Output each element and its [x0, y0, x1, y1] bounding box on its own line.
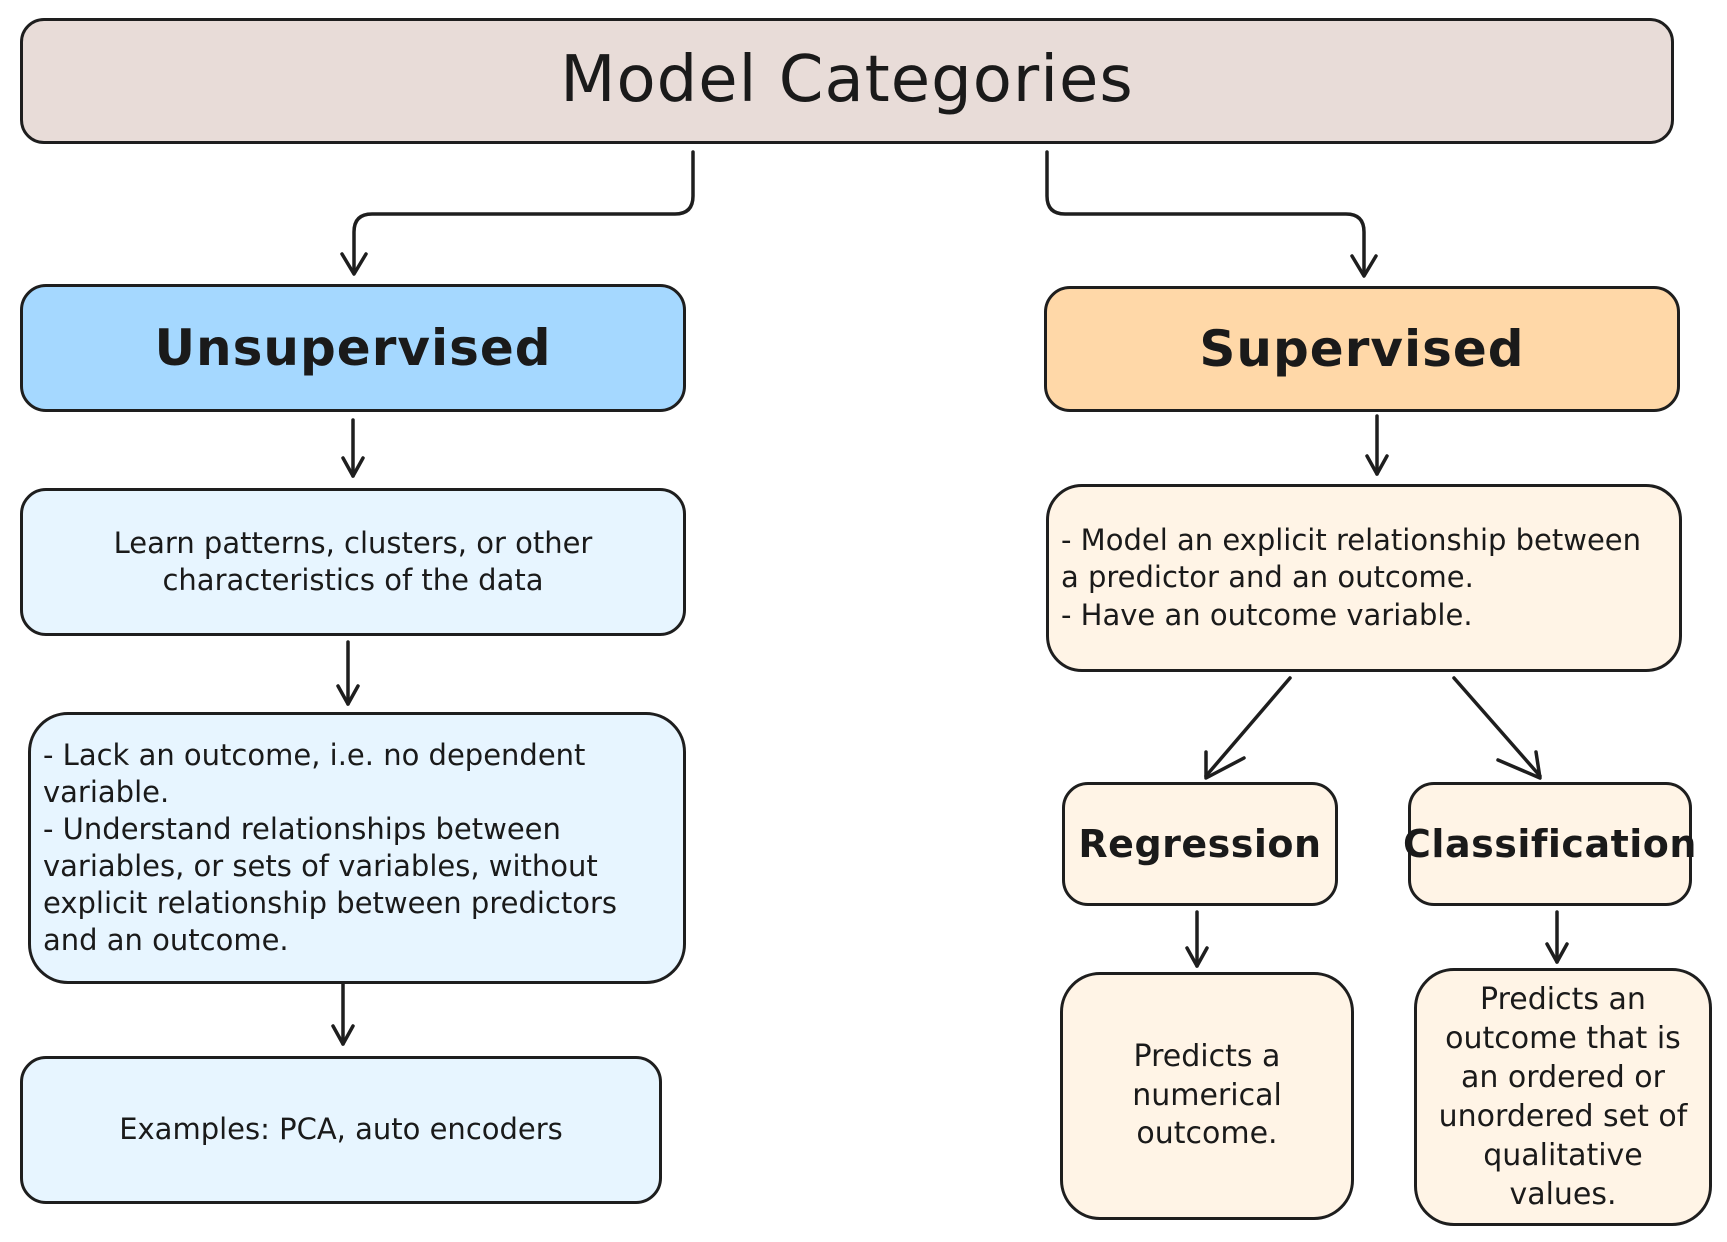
classification-node: Classification	[1403, 782, 1696, 906]
classification-description-node: Predicts an outcome that is an ordered o…	[1414, 968, 1712, 1226]
unsupervised-examples-text: Examples: PCA, auto encoders	[119, 1112, 563, 1147]
connector-to-classification	[1452, 676, 1542, 778]
supervised-node: Supervised	[1044, 286, 1680, 412]
arrowhead-reg-desc	[1185, 946, 1209, 968]
unsupervised-description-text: Learn patterns, clusters, or other chara…	[113, 525, 593, 597]
supervised-label: Supervised	[1199, 320, 1525, 378]
connector-root-to-supervised	[1045, 150, 1366, 276]
arrowhead-unsup-examples	[331, 1024, 355, 1046]
unsupervised-details-text: - Lack an outcome, i.e. no dependent var…	[43, 737, 617, 958]
arrowhead-unsupervised	[340, 252, 368, 276]
arrowhead-cls-desc	[1545, 942, 1569, 964]
classification-description-text: Predicts an outcome that is an ordered o…	[1438, 982, 1688, 1212]
supervised-description-node: - Model an explicit relationship between…	[1046, 484, 1682, 672]
root-node-model-categories: Model Categories	[20, 18, 1674, 144]
arrowhead-unsup-details	[336, 684, 360, 706]
unsupervised-node: Unsupervised	[20, 284, 686, 412]
regression-description-text: Predicts a numerical outcome.	[1132, 1039, 1282, 1152]
connector-root-to-unsupervised	[352, 150, 695, 274]
classification-label: Classification	[1403, 821, 1697, 866]
unsupervised-details-node: - Lack an outcome, i.e. no dependent var…	[28, 712, 686, 984]
unsupervised-label: Unsupervised	[154, 319, 552, 377]
arrowhead-supervised	[1350, 254, 1378, 278]
connector-to-regression	[1204, 676, 1292, 778]
regression-label: Regression	[1078, 821, 1322, 866]
diagram-title: Model Categories	[560, 43, 1134, 118]
unsupervised-description-node: Learn patterns, clusters, or other chara…	[20, 488, 686, 636]
regression-description-node: Predicts a numerical outcome.	[1060, 972, 1354, 1220]
arrowhead-classification	[1496, 750, 1542, 780]
regression-node: Regression	[1062, 782, 1338, 906]
unsupervised-examples-node: Examples: PCA, auto encoders	[20, 1056, 662, 1204]
supervised-description-text: - Model an explicit relationship between…	[1061, 523, 1642, 632]
arrowhead-sup-desc	[1365, 454, 1389, 476]
arrowhead-regression	[1204, 750, 1246, 780]
arrowhead-unsup-desc	[341, 456, 365, 478]
